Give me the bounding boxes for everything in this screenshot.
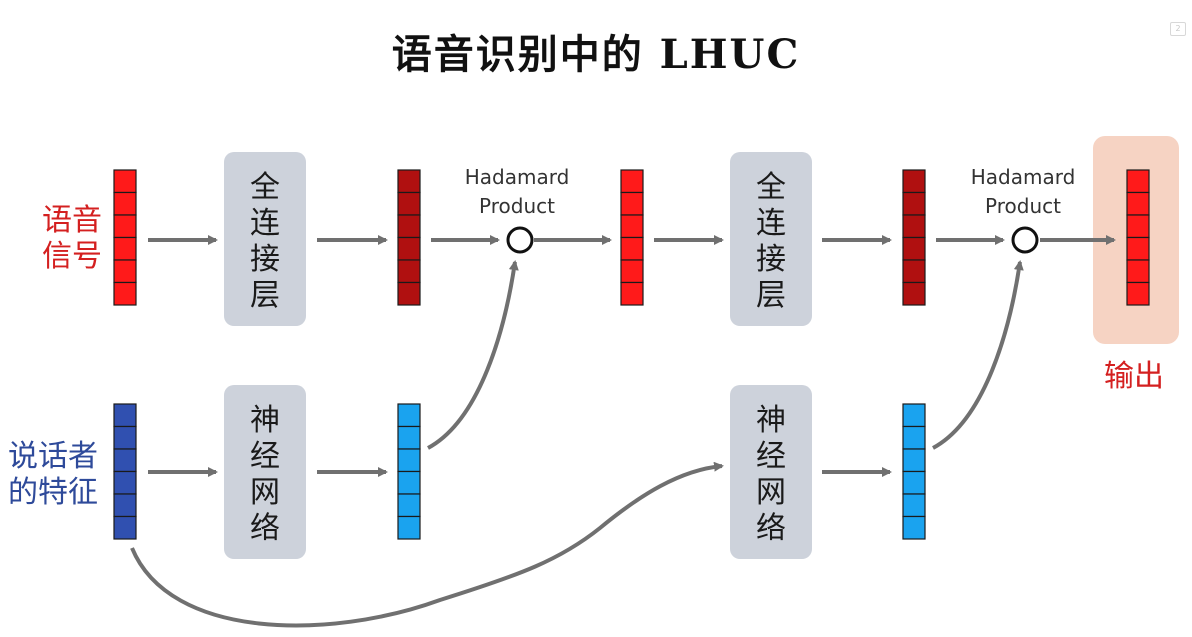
vector-cell [113,493,137,518]
fc-layer-1-char-2: 接 [250,242,280,277]
vector-cell [397,236,421,261]
nn-layer-1-char-1: 经 [250,439,280,474]
nn-layer-2-char-2: 网 [756,475,786,510]
vector-cell [113,470,137,495]
vector-cell [902,236,926,261]
vector-cell [902,214,926,239]
vector-cell [113,236,137,261]
vector-cell [620,169,644,194]
vector-final-output [1126,169,1150,306]
vector-cell [1126,236,1150,261]
vector-cell [397,515,421,540]
vector-cell [397,470,421,495]
vector-fc1-output [397,169,421,306]
vector-cell [397,281,421,306]
vector-cell [113,403,137,428]
vector-cell [902,493,926,518]
vector-cell [1126,259,1150,284]
output-label: 输出 [1104,359,1164,394]
vector-cell [1126,214,1150,239]
input-label-line1: 语音 [42,203,102,238]
vector-cell [1126,281,1150,306]
vector-cell [113,259,137,284]
vector-cell [397,493,421,518]
nn-layer-1-char-2: 网 [250,475,280,510]
hadamard-1-label-line1: Hadamard [465,165,570,189]
vector-cell [113,191,137,216]
vector-cell [113,515,137,540]
vector-cell [902,169,926,194]
vector-cell [397,448,421,473]
vector-hadamard1-output [620,169,644,306]
arrow-nn1-vec-to-hadamard1 [427,260,519,450]
vector-nn2-output [902,403,926,540]
vector-cell [1126,169,1150,194]
vector-cell [113,448,137,473]
vector-cell [902,425,926,450]
nn-layer-2-char-3: 络 [756,511,786,546]
vector-cell [397,425,421,450]
vector-cell [902,448,926,473]
vector-cell [113,169,137,194]
vector-cell [902,191,926,216]
vector-cell [397,169,421,194]
page-title: 语音识别中的 LHUC [391,31,801,78]
fc-layer-2-char-1: 连 [756,206,786,241]
speaker-label-line1: 说话者 [8,439,98,474]
vector-speaker-feature [113,403,137,540]
hadamard-node-1 [506,226,534,254]
vector-cell [113,425,137,450]
vector-input [113,169,137,306]
nn-layer-2-char-1: 经 [756,439,786,474]
fc-layer-2: 全 连 接 层 [730,152,812,326]
hadamard-2-label-line2: Product [985,194,1061,218]
vector-cell [620,281,644,306]
fc-layer-1-char-1: 连 [250,206,280,241]
vector-cell [620,191,644,216]
nn-layer-2: 神 经 网 络 [730,385,812,559]
nn-layer-1-char-3: 络 [250,511,280,546]
fc-layer-1-char-3: 层 [250,278,280,313]
arrow-nn2-vec-to-hadamard2 [932,260,1024,450]
vector-cell [397,259,421,284]
arrow-speaker-to-nn2 [130,461,724,628]
hadamard-1-label-line2: Product [479,194,555,218]
fc-layer-1-char-0: 全 [250,170,280,205]
fc-layer-2-char-3: 层 [756,278,786,313]
vector-cell [397,191,421,216]
vector-cell [620,236,644,261]
vector-cell [902,470,926,495]
vector-cell [397,403,421,428]
nn-layer-1-char-0: 神 [250,403,280,438]
fc-layer-2-char-2: 接 [756,242,786,277]
input-label-line2: 信号 [42,239,102,274]
vector-cell [620,214,644,239]
vector-fc2-output [902,169,926,306]
speaker-label-line2: 的特征 [8,475,98,510]
vector-cell [397,214,421,239]
slide-number-icon: 2 [1170,22,1186,36]
vector-cell [113,214,137,239]
fc-layer-1: 全 连 接 层 [224,152,306,326]
vector-cell [902,259,926,284]
vector-cell [1126,191,1150,216]
vector-cell [902,403,926,428]
hadamard-node-2 [1011,226,1039,254]
vector-cell [113,281,137,306]
nn-layer-2-char-0: 神 [756,403,786,438]
vector-cell [620,259,644,284]
vector-cell [902,281,926,306]
hadamard-2-label-line1: Hadamard [971,165,1076,189]
vector-nn1-output [397,403,421,540]
vector-cell [902,515,926,540]
fc-layer-2-char-0: 全 [756,170,786,205]
nn-layer-1: 神 经 网 络 [224,385,306,559]
